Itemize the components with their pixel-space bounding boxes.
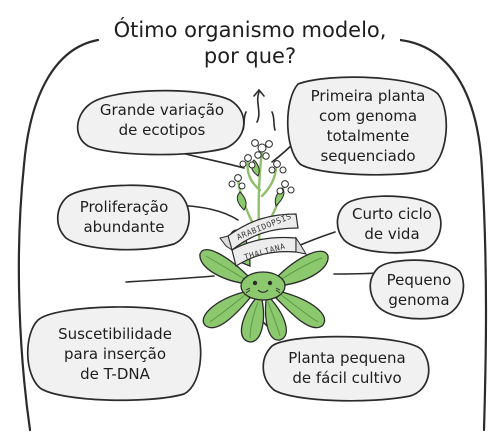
title-line-1: Ótimo organismo modelo, xyxy=(100,18,400,42)
outer-outline xyxy=(17,38,488,432)
bubble-small-plant: Planta pequena de fácil cultivo xyxy=(266,348,428,388)
bubble-tdna-line3: de T-DNA xyxy=(80,365,150,383)
bubble-ecotypes-shape xyxy=(76,89,245,156)
bubble-tdna-line1: Suscetibilidade xyxy=(58,325,172,343)
bubble-genome-seq-line4: sequenciado xyxy=(320,147,416,165)
title-line-2: por que? xyxy=(175,44,325,68)
bubble-smallgenome-shape xyxy=(369,259,465,320)
bubble-proliferation: Proliferação abundante xyxy=(62,197,186,237)
bubble-genome-seq-line3: totalmente xyxy=(326,127,410,145)
bubble-lifecycle-shape xyxy=(336,195,442,254)
bubble-proliferation-line1: Proliferação xyxy=(79,198,169,216)
bubble-tdna-shape xyxy=(26,306,202,402)
plant-flowers xyxy=(228,139,295,195)
bubble-genome-shape xyxy=(286,76,448,176)
bubble-smallplant-shape xyxy=(262,335,430,402)
bubble-small-genome-line1: Pequeno xyxy=(386,271,452,289)
bubble-proliferation-line2: abundante xyxy=(83,218,165,236)
bubble-ecotypes: Grande variação de ecotipos xyxy=(84,100,240,140)
bubble-ecotypes-line2: de ecotipos xyxy=(118,121,206,139)
bubble-small-plant-line2: de fácil cultivo xyxy=(292,369,402,387)
bubble-ecotypes-line1: Grande variação xyxy=(99,101,225,119)
bubble-genome-seq-line1: Primeira planta xyxy=(310,87,426,105)
bubble-tdna-line2: para inserção xyxy=(63,345,166,363)
leaf-veins xyxy=(205,255,323,339)
bubble-small-plant-line1: Planta pequena xyxy=(288,349,406,367)
bubble-life-cycle-line1: Curto ciclo xyxy=(352,205,432,223)
bubble-genome-seq-line2: com genoma xyxy=(318,107,418,125)
bubble-small-genome: Pequeno genoma xyxy=(372,270,466,310)
bubble-shapes xyxy=(26,76,465,402)
bubble-life-cycle-line2: de vida xyxy=(364,225,420,243)
plant-face xyxy=(240,271,286,301)
bubble-life-cycle: Curto ciclo de vida xyxy=(342,204,442,244)
motion-lines xyxy=(242,88,276,131)
bubble-tdna: Suscetibilidade para inserção de T-DNA xyxy=(30,324,200,384)
species-ribbon: ARABIDOPSIS THALIANA xyxy=(219,212,308,267)
bubble-small-genome-line2: genoma xyxy=(388,291,450,309)
bubble-proliferation-shape xyxy=(56,184,191,251)
bubble-genome-seq: Primeira planta com genoma totalmente se… xyxy=(292,86,444,166)
